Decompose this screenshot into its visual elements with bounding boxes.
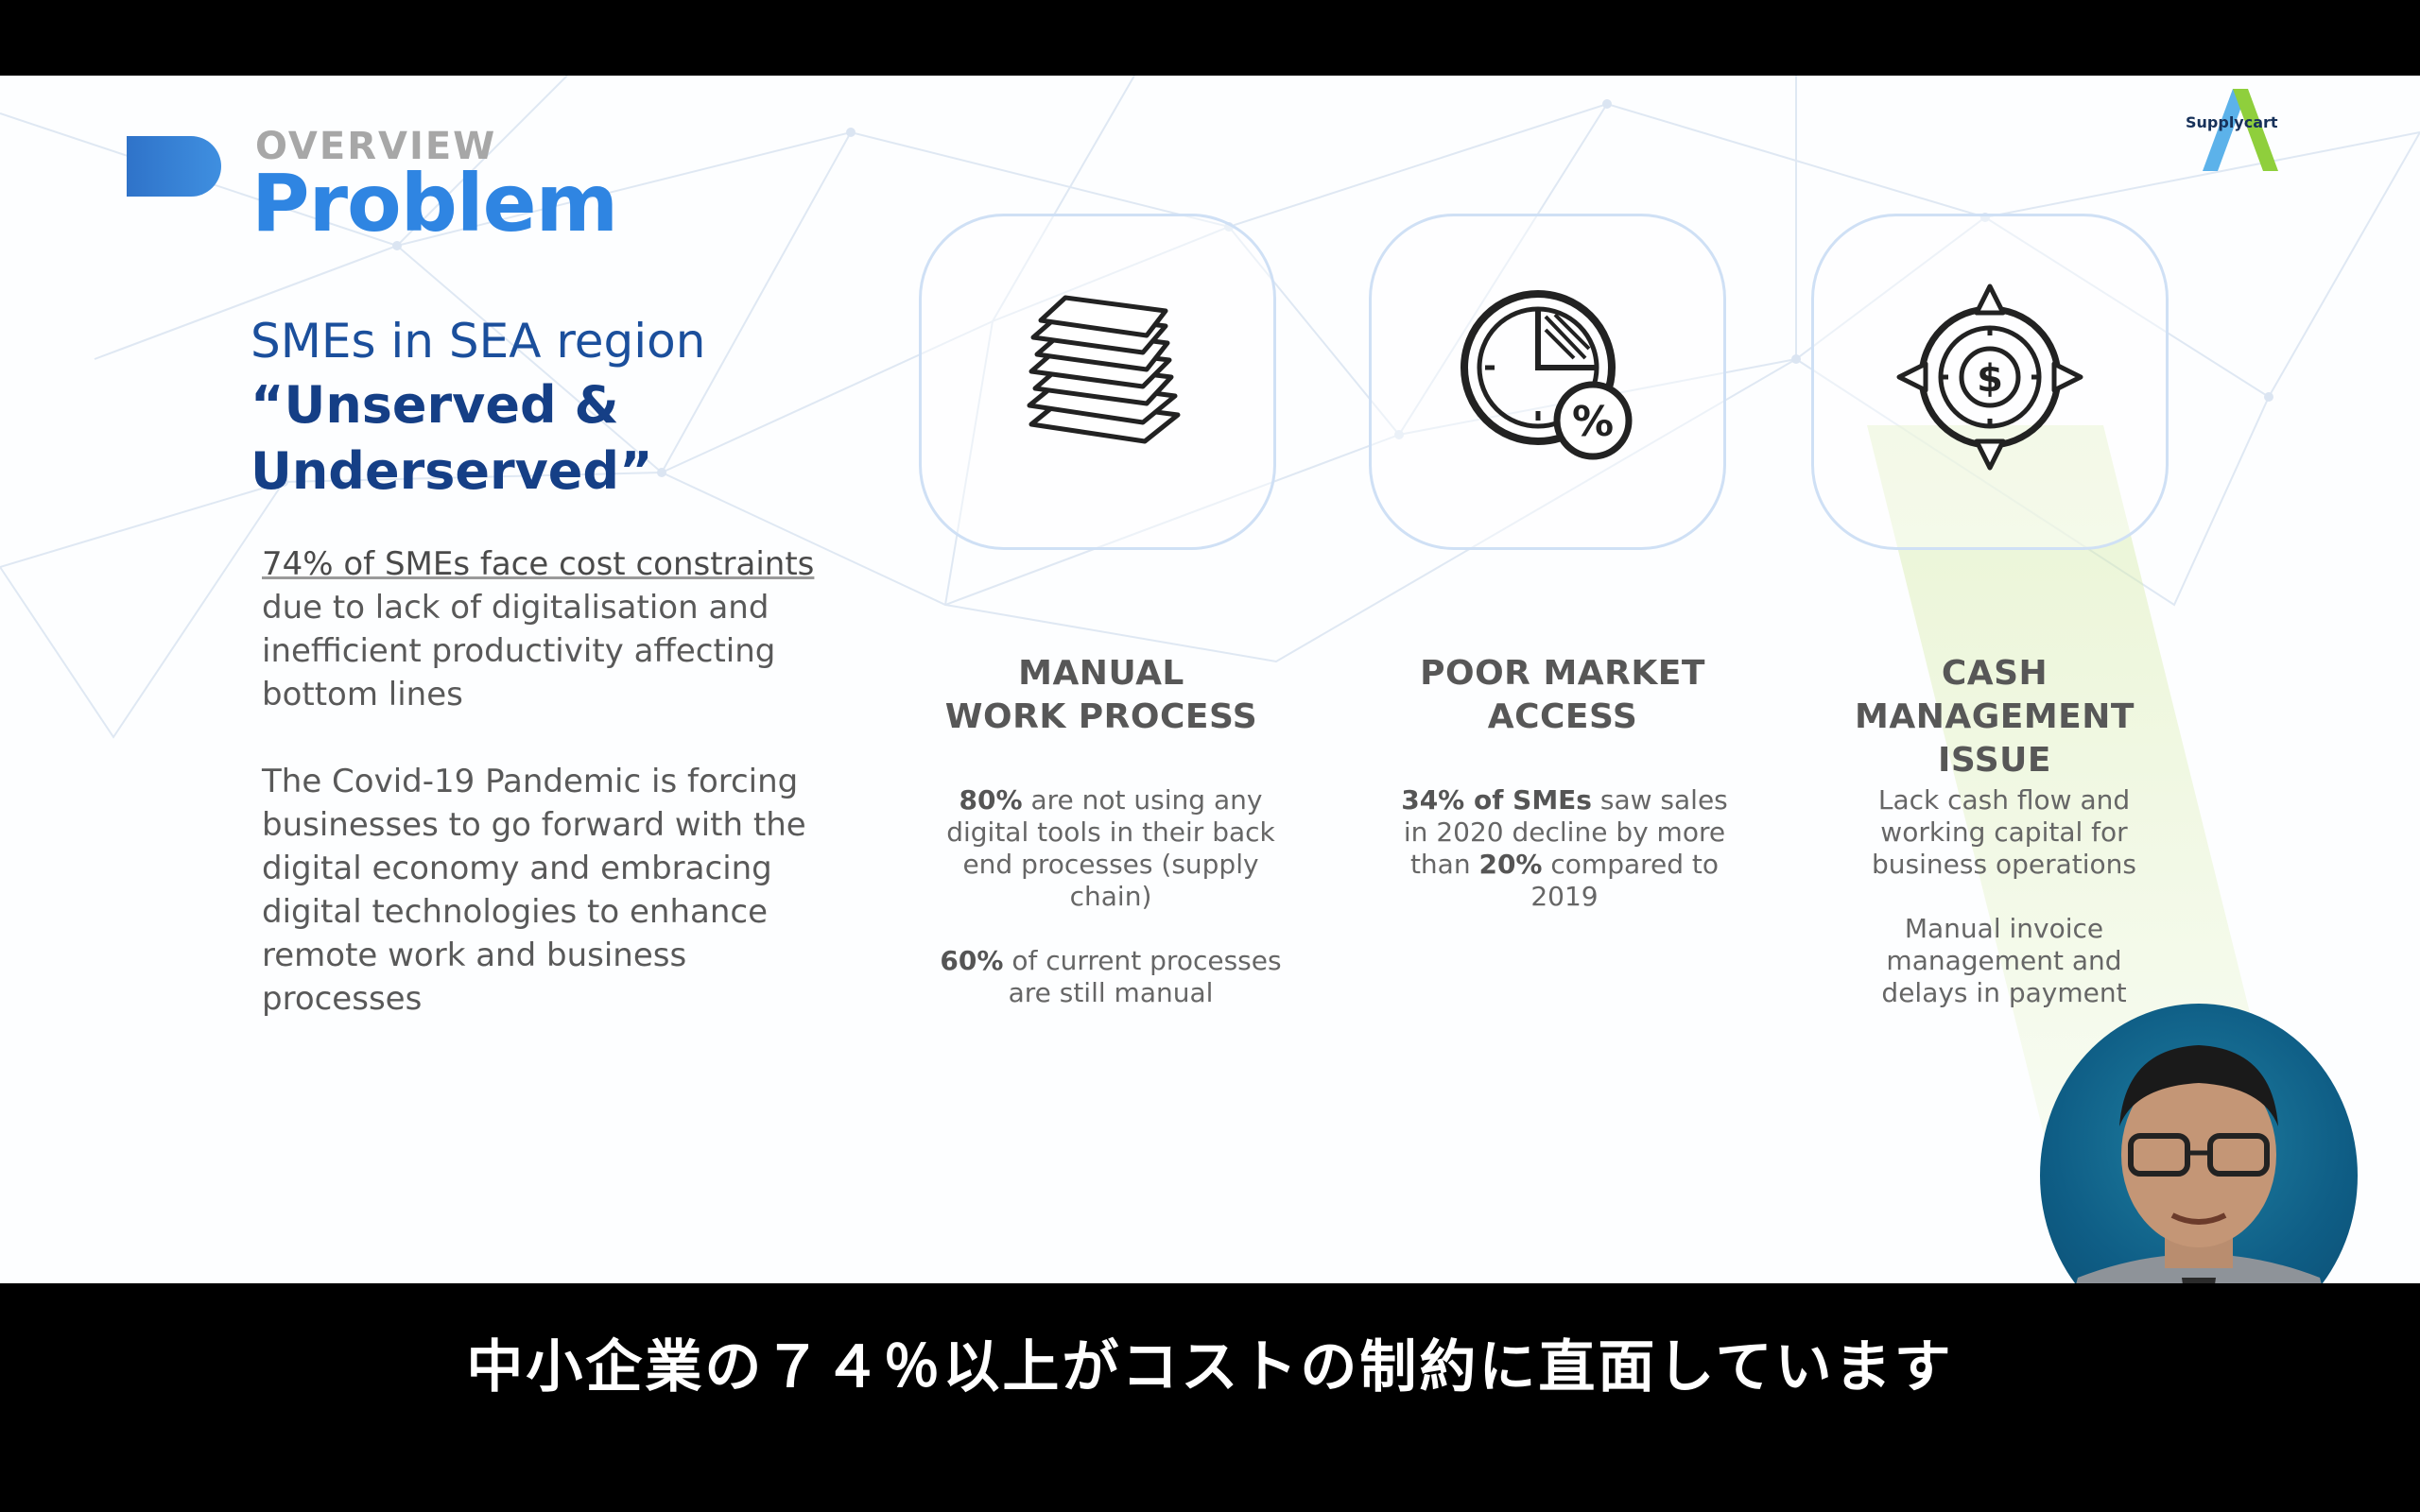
card-cash-management: $: [1811, 214, 2169, 550]
network-background: [0, 76, 2420, 739]
section-accent-tab: [127, 136, 221, 197]
subtitle-bar: [0, 1283, 2420, 1512]
column-title-market: POOR MARKET ACCESS: [1420, 654, 1705, 736]
dollar-compass-icon: $: [1896, 284, 2083, 471]
sme-heading: SMEs in SEA region: [251, 314, 706, 369]
paper-stack-icon: [1027, 295, 1181, 444]
presentation-slide: OVERVIEW Problem Supplycart SMEs in SEA …: [0, 76, 2420, 1283]
slide-title: Problem: [251, 157, 618, 249]
column-text-market: 34% of SMEs saw sales in 2020 decline by…: [1401, 784, 1728, 912]
logo-text: Supplycart: [2186, 113, 2278, 131]
subtitle-caption: 中小企業の７４％以上がコストの制約に直面しています: [466, 1334, 1954, 1400]
card-market-access: %: [1369, 214, 1726, 550]
section-label: OVERVIEW: [255, 125, 497, 168]
supplycart-logo-icon: [2203, 89, 2278, 171]
paragraph-cost-constraints: 74% of SMEs face cost constraints due to…: [262, 545, 815, 713]
column-text-manual: 80% are not using any digital tools in t…: [940, 784, 1282, 1008]
column-text-cash: Lack cash flow and working capital for b…: [1872, 784, 2136, 1008]
svg-text:%: %: [1572, 398, 1614, 446]
clock-percent-icon: %: [1461, 290, 1633, 460]
column-title-cash: CASH MANAGEMENT ISSUE: [1855, 654, 2135, 780]
quote-heading: “Unserved & Underserved”: [251, 375, 653, 501]
speaker-avatar-icon: [2076, 1045, 2322, 1283]
paragraph-covid: The Covid-19 Pandemic is forcing busines…: [262, 763, 806, 1018]
card-manual-work: [919, 214, 1276, 550]
svg-text:$: $: [1977, 357, 2003, 401]
column-title-manual: MANUAL WORK PROCESS: [944, 654, 1258, 736]
speaker-webcam: [2040, 1004, 2358, 1283]
